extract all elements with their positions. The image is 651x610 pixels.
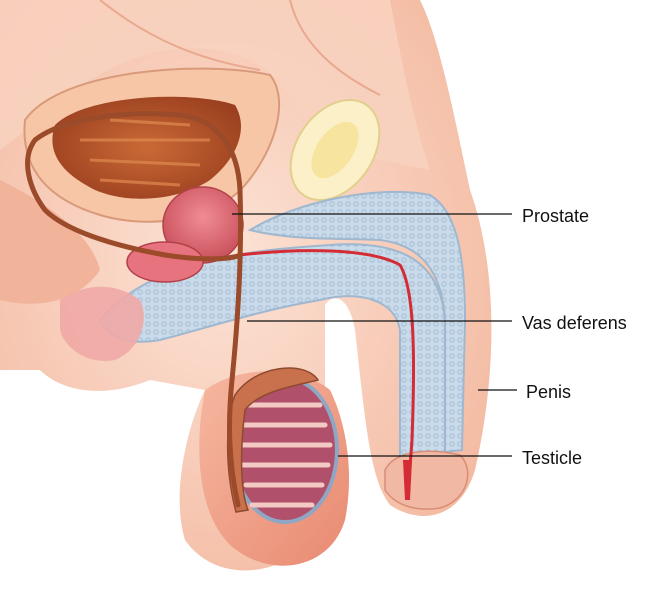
penis-label: Penis bbox=[526, 382, 571, 402]
prostate-label: Prostate bbox=[522, 206, 589, 226]
testicle-label: Testicle bbox=[522, 448, 582, 468]
glans bbox=[385, 451, 468, 509]
vas-deferens-label: Vas deferens bbox=[522, 313, 627, 333]
